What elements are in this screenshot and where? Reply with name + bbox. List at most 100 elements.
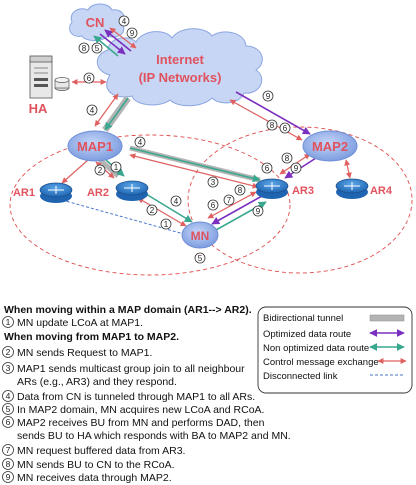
marker-cn-4: 4 bbox=[118, 15, 130, 27]
map2-node: MAP2 bbox=[302, 130, 358, 162]
svg-text:8: 8 bbox=[6, 459, 11, 469]
svg-text:4: 4 bbox=[90, 106, 95, 115]
marker-inet-map2-8: 8 bbox=[266, 119, 278, 131]
legend-bidirectional-label: Bidirectional tunnel bbox=[263, 313, 343, 324]
steps-list: When moving within a MAP domain (AR1--> … bbox=[2, 304, 291, 484]
marker-mn-5: 5 bbox=[194, 252, 206, 264]
legend-control-label: Control message exchange bbox=[263, 357, 379, 368]
ar2-label: AR2 bbox=[87, 187, 109, 199]
marker-map1-ar-1: 1 bbox=[110, 161, 122, 173]
step-9: 9 MN receives data through MAP2. bbox=[2, 471, 172, 484]
svg-text:MAP1 sends multicast group joi: MAP1 sends multicast group join to all n… bbox=[17, 363, 245, 375]
map1-node: MAP1 bbox=[67, 130, 123, 162]
internet-map2-links bbox=[229, 91, 311, 141]
marker-map2-ar3-6: 6 bbox=[261, 162, 273, 174]
step-8: 8 MN sends BU to CN to the RCoA. bbox=[2, 458, 175, 471]
map1-domain-circle bbox=[9, 134, 291, 276]
mn-node: MN bbox=[181, 221, 219, 249]
svg-text:8: 8 bbox=[285, 154, 290, 163]
legend-optimized-label: Optimized data route bbox=[263, 329, 351, 340]
step-5: 5 In MAP2 domain, MN acquires new LCoA a… bbox=[2, 403, 264, 416]
marker-inet-map2-9: 9 bbox=[262, 90, 274, 102]
svg-text:MN update LCoA at MAP1.: MN update LCoA at MAP1. bbox=[17, 317, 143, 329]
cn-label: CN bbox=[86, 15, 105, 30]
svg-text:2: 2 bbox=[6, 347, 11, 357]
ha-label: HA bbox=[29, 101, 48, 116]
cn-internet-links bbox=[93, 27, 137, 57]
svg-text:MN receives data through MAP2.: MN receives data through MAP2. bbox=[17, 472, 172, 484]
svg-text:9: 9 bbox=[294, 164, 299, 173]
ha-node: HA bbox=[29, 55, 70, 116]
ar3-label: AR3 bbox=[292, 185, 314, 197]
svg-text:3: 3 bbox=[6, 363, 11, 373]
svg-text:Data from CN is tunneled throu: Data from CN is tunneled through MAP1 to… bbox=[17, 391, 255, 403]
svg-text:7: 7 bbox=[227, 196, 232, 205]
ar1-router bbox=[39, 182, 73, 203]
svg-text:2: 2 bbox=[150, 206, 155, 215]
mn-label: MN bbox=[191, 229, 210, 243]
svg-text:6: 6 bbox=[265, 164, 270, 173]
step-6: 6 MAP2 receives BU from MN and performs … bbox=[2, 416, 291, 442]
svg-text:9: 9 bbox=[256, 207, 261, 216]
svg-text:6: 6 bbox=[87, 74, 92, 83]
legend-box: Bidirectional tunnel Optimized data rout… bbox=[257, 306, 413, 394]
marker-ar3-mn-6: 6 bbox=[207, 199, 219, 211]
svg-text:9: 9 bbox=[266, 92, 271, 101]
map1-label: MAP1 bbox=[77, 139, 113, 154]
svg-text:5: 5 bbox=[198, 254, 203, 263]
marker-cn-5: 5 bbox=[91, 42, 103, 54]
diagram-step-markers: 4 9 8 5 6 4 9 8 6 1 2 4 3 6 8 9 2 1 4 6 … bbox=[78, 15, 302, 264]
svg-text:7: 7 bbox=[6, 445, 11, 455]
marker-map2-ar3-8: 8 bbox=[281, 152, 293, 164]
svg-text:6: 6 bbox=[211, 201, 216, 210]
map2-label: MAP2 bbox=[312, 139, 348, 154]
marker-ar3-mn-9: 9 bbox=[252, 205, 264, 217]
internet-map1-links bbox=[94, 93, 131, 133]
svg-text:8: 8 bbox=[238, 186, 243, 195]
legend-non-optimized-label: Non optimized data route bbox=[263, 343, 369, 354]
marker-map1-ar3-4: 4 bbox=[134, 136, 146, 148]
marker-ha-6: 6 bbox=[83, 72, 95, 84]
svg-text:5: 5 bbox=[95, 44, 100, 53]
svg-text:6: 6 bbox=[6, 417, 11, 427]
legend-disconnected-label: Disconnected link bbox=[263, 371, 338, 382]
steps-heading-2: When moving from MAP1 to MAP2. bbox=[4, 331, 179, 343]
step-4: 4 Data from CN is tunneled through MAP1 … bbox=[2, 390, 255, 403]
svg-text:MN request buffered data from: MN request buffered data from AR3. bbox=[17, 445, 185, 457]
step-3: 3 MAP1 sends multicast group join to all… bbox=[2, 362, 245, 388]
svg-text:4: 4 bbox=[122, 17, 127, 26]
marker-ar2-mn-1: 1 bbox=[160, 218, 172, 230]
internet-cloud: Internet (IP Networks) bbox=[96, 28, 263, 107]
marker-ar2-mn-2: 2 bbox=[146, 204, 158, 216]
marker-cn-9: 9 bbox=[126, 27, 138, 39]
internet-label: Internet bbox=[156, 52, 204, 67]
svg-text:1: 1 bbox=[164, 220, 169, 229]
marker-ar3-mn-7: 7 bbox=[223, 194, 235, 206]
step-1: 1 MN update LCoA at MAP1. bbox=[2, 316, 143, 329]
ar1-label: AR1 bbox=[13, 187, 35, 199]
svg-text:In MAP2 domain, MN acquires ne: In MAP2 domain, MN acquires new LCoA and… bbox=[17, 404, 264, 416]
svg-text:1: 1 bbox=[114, 163, 119, 172]
svg-text:MAP2 receives BU from MN and p: MAP2 receives BU from MN and performs DA… bbox=[17, 417, 265, 429]
svg-text:9: 9 bbox=[6, 472, 11, 482]
map1-ar3-links bbox=[129, 145, 261, 189]
svg-text:MN sends BU to CN to the RCoA.: MN sends BU to CN to the RCoA. bbox=[17, 459, 175, 471]
svg-text:4: 4 bbox=[174, 197, 179, 206]
marker-map2-ar3-9: 9 bbox=[290, 162, 302, 174]
ar2-mn-links bbox=[137, 193, 193, 227]
svg-text:4: 4 bbox=[138, 138, 143, 147]
legend-bidirectional-swatch bbox=[369, 314, 405, 322]
svg-text:9: 9 bbox=[130, 29, 135, 38]
svg-text:6: 6 bbox=[283, 124, 288, 133]
marker-map1-ar-2: 2 bbox=[94, 164, 106, 176]
ar3-router bbox=[255, 178, 289, 199]
marker-inet-map2-6: 6 bbox=[279, 122, 291, 134]
step-7: 7 MN request buffered data from AR3. bbox=[2, 444, 185, 457]
step-2: 2 MN sends Request to MAP1. bbox=[2, 346, 152, 359]
marker-inet-map1-4: 4 bbox=[86, 104, 98, 116]
ip-networks-label: (IP Networks) bbox=[139, 70, 222, 85]
marker-cn-8: 8 bbox=[78, 42, 90, 54]
marker-map1-ar3-3: 3 bbox=[207, 176, 219, 188]
svg-text:3: 3 bbox=[211, 178, 216, 187]
